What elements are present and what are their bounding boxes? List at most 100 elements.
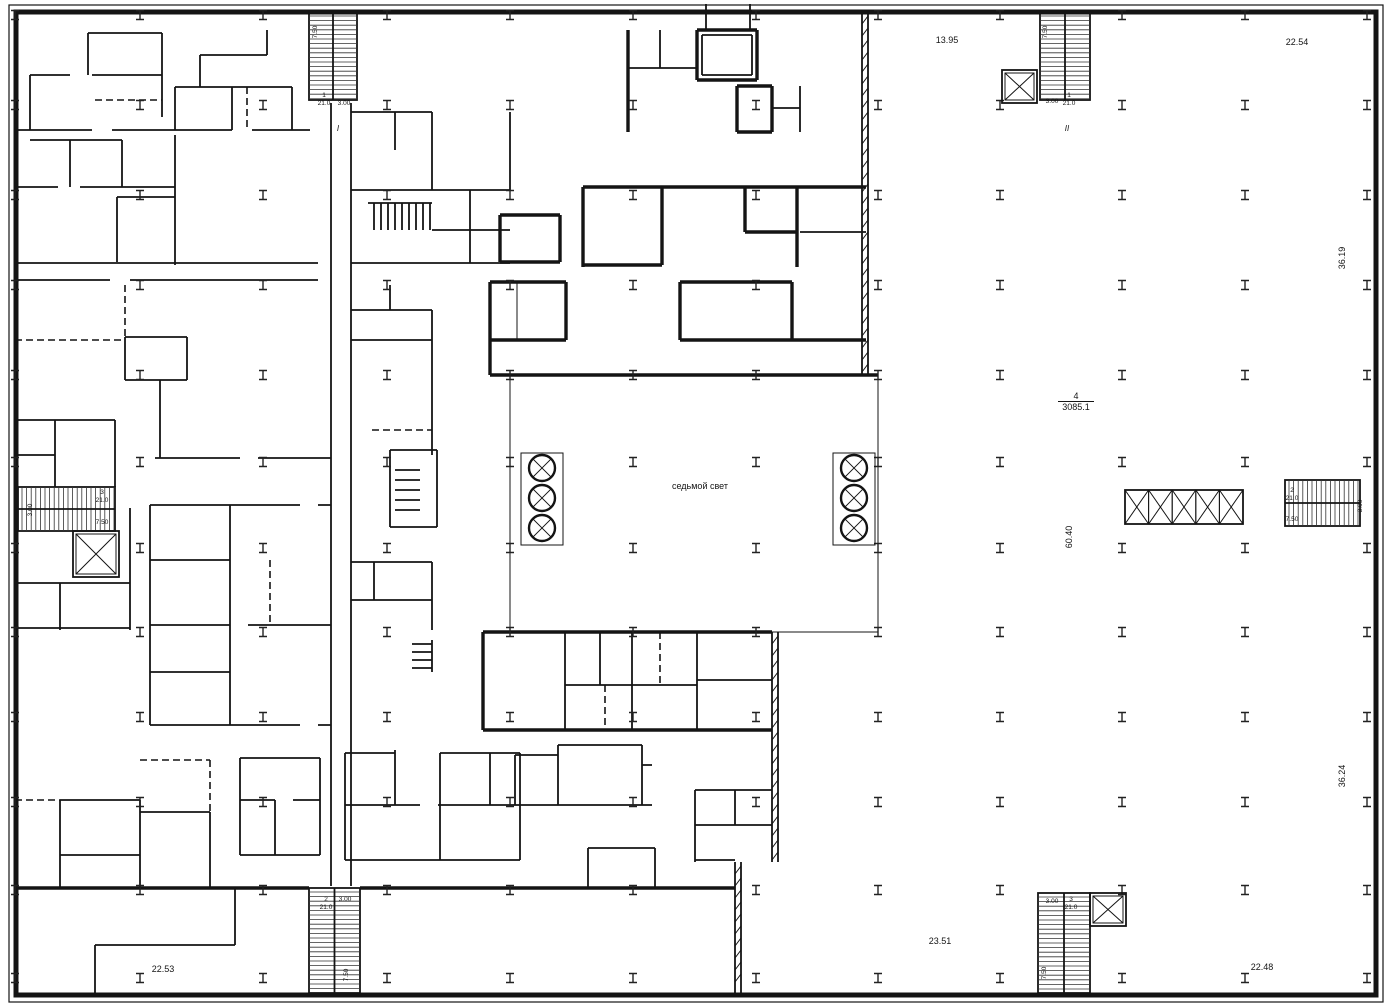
ventilation-shafts	[520, 452, 876, 546]
stair-dimension-label: 3	[100, 489, 104, 496]
column-marker	[874, 189, 882, 201]
column-marker	[11, 884, 19, 896]
column-marker	[383, 711, 391, 723]
column-marker	[996, 972, 1004, 984]
column-marker	[1363, 456, 1371, 468]
column-marker	[629, 9, 637, 21]
column-marker	[752, 542, 760, 554]
column-marker	[259, 972, 267, 984]
column-marker	[874, 279, 882, 291]
elevator-bank	[1124, 489, 1244, 525]
column-marker	[629, 456, 637, 468]
elevator-top-right	[1001, 69, 1038, 104]
stair-dimension-label: 21.0	[1286, 495, 1299, 502]
column-marker	[11, 279, 19, 291]
column-marker	[629, 884, 637, 896]
column-marker	[996, 711, 1004, 723]
column-marker	[1241, 711, 1249, 723]
column-marker	[1241, 542, 1249, 554]
column-marker	[874, 884, 882, 896]
hatched-walls	[734, 12, 869, 993]
stair-dimension-label: 21.0	[96, 497, 109, 504]
column-marker	[1363, 796, 1371, 808]
column-marker	[752, 796, 760, 808]
column-marker	[383, 972, 391, 984]
elevators	[72, 69, 1127, 927]
column-marker	[383, 9, 391, 21]
column-marker	[259, 369, 267, 381]
column-marker	[629, 279, 637, 291]
column-marker	[1118, 796, 1126, 808]
column-marker	[136, 456, 144, 468]
shaft-circle	[839, 513, 869, 543]
column-marker	[11, 626, 19, 638]
column-marker	[996, 369, 1004, 381]
column-marker	[874, 9, 882, 21]
column-marker	[752, 189, 760, 201]
partition-walls	[15, 4, 866, 993]
column-marker	[259, 99, 267, 111]
shaft-circle	[527, 513, 557, 543]
column-marker	[259, 884, 267, 896]
column-marker	[259, 796, 267, 808]
column-marker	[383, 99, 391, 111]
column-marker	[11, 711, 19, 723]
column-marker	[1241, 189, 1249, 201]
stair-dimension-label: 21.0	[1063, 100, 1076, 107]
column-marker	[136, 796, 144, 808]
shaft-circle	[527, 453, 557, 483]
column-marker	[11, 99, 19, 111]
column-marker	[996, 189, 1004, 201]
column-marker	[1363, 626, 1371, 638]
column-marker	[506, 796, 514, 808]
column-marker	[11, 972, 19, 984]
stair-dimension-label: 3.00	[339, 896, 352, 903]
column-marker	[752, 279, 760, 291]
column-marker	[1118, 711, 1126, 723]
dimension-label: 36.19	[1337, 247, 1347, 270]
column-marker	[1118, 99, 1126, 111]
column-marker	[136, 99, 144, 111]
column-marker	[136, 542, 144, 554]
stair-top-left	[308, 11, 358, 101]
column-marker	[1363, 884, 1371, 896]
room-label: седьмой свет	[672, 481, 728, 491]
column-marker	[629, 369, 637, 381]
stair-dimension-label: 3.00	[1046, 98, 1059, 105]
elevator-cell-cross	[1218, 489, 1244, 525]
column-marker	[259, 711, 267, 723]
column-marker	[259, 626, 267, 638]
stair-reference-mark: II	[1065, 124, 1070, 133]
column-marker	[1363, 711, 1371, 723]
dimension-label: 13.95	[936, 35, 959, 45]
column-marker	[874, 369, 882, 381]
hatched-wall	[861, 12, 869, 375]
column-marker	[752, 369, 760, 381]
column-marker	[1363, 189, 1371, 201]
dimension-label: 22.53	[152, 964, 175, 974]
stair-dimension-label: 21.0	[320, 904, 333, 911]
elevator-left	[72, 530, 120, 578]
drawing-border-outer	[8, 4, 1384, 1003]
column-marker	[1241, 884, 1249, 896]
column-marker	[996, 9, 1004, 21]
column-marker	[383, 796, 391, 808]
stair-bottom-right	[1037, 892, 1091, 994]
column-marker	[752, 9, 760, 21]
column-marker	[874, 626, 882, 638]
column-marker	[506, 279, 514, 291]
elevator-bottom-right	[1089, 892, 1127, 927]
stair-dimension-label: 3.00	[27, 503, 34, 516]
column-marker	[1363, 9, 1371, 21]
elevator-cell-cross	[1124, 489, 1150, 525]
column-marker	[629, 99, 637, 111]
stair-dimension-label: 7.50	[343, 968, 350, 981]
stair-left	[17, 486, 116, 532]
hatched-wall	[771, 632, 779, 862]
elevator-cell	[1218, 489, 1244, 525]
stair-dimension-label: 21.0	[318, 100, 331, 107]
column-marker	[629, 972, 637, 984]
stairs	[17, 11, 1361, 994]
column-marker	[259, 9, 267, 21]
